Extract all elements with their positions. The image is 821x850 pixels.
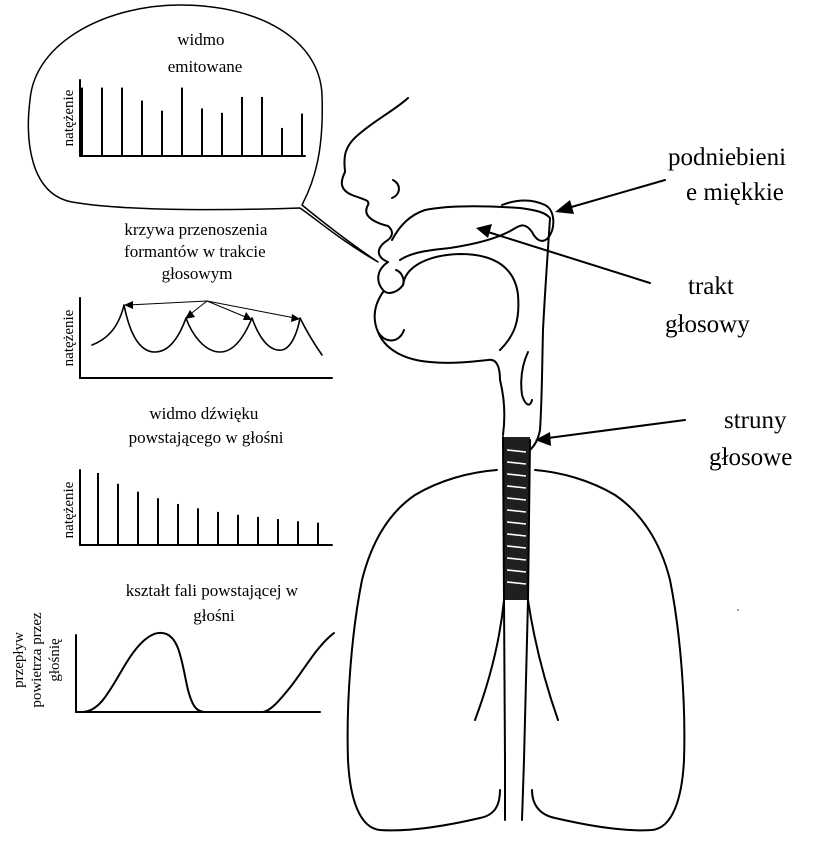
- transfer-curve-caption: krzywa przenoszenia formantów w trakcie …: [124, 220, 272, 283]
- vocal-folds-label-line1: struny: [724, 407, 787, 434]
- epiglottis: [521, 352, 532, 405]
- formant-arrow-4: [207, 301, 295, 318]
- emitted-spectrum-plot: natężenie: [61, 80, 305, 156]
- transfer-curve-plot: natężenie: [61, 298, 332, 378]
- transfer-curve-caption-line3: głosowym: [162, 264, 233, 283]
- emitted-spectrum-bars: [82, 88, 302, 156]
- trachea-rings: [503, 437, 530, 600]
- source-spectrum-bars: [98, 473, 318, 545]
- formant-arrowhead-4: [291, 314, 300, 322]
- emitted-spectrum-caption: widmo emitowane: [168, 30, 243, 76]
- glottal-wave-plot: przepływ powietrza przez głośnię: [0, 0, 334, 712]
- trachea: [503, 437, 530, 820]
- source-spectrum-caption-line1: widmo dźwięku: [149, 404, 259, 423]
- vocal-tract-label-line1: trakt: [688, 273, 734, 300]
- glottal-wave-caption-line2: głośni: [193, 606, 235, 625]
- glottal-waveform-line: [82, 633, 334, 712]
- glottal-wave-caption-line1: kształt fali powstającej w: [126, 581, 299, 600]
- transfer-curve-line: [92, 305, 322, 355]
- anatomy-drawing: [342, 98, 685, 830]
- face-profile: [342, 98, 408, 262]
- speck: [737, 609, 739, 611]
- source-spectrum-plot: natężenie: [61, 470, 332, 545]
- left-lung: [348, 470, 500, 830]
- left-bronchus: [475, 600, 504, 720]
- vocal-folds-arrowhead: [535, 432, 551, 446]
- transfer-curve-caption-line1: krzywa przenoszenia: [124, 220, 267, 239]
- vocal-folds-callout: struny głosowe: [535, 407, 792, 471]
- vocal-tract-label-line2: głosowy: [665, 311, 750, 338]
- nostril: [392, 180, 399, 198]
- source-spectrum-caption-line2: powstającego w głośni: [129, 428, 284, 447]
- source-spectrum-y-label: natężenie: [61, 481, 77, 538]
- lips: [378, 262, 403, 293]
- soft-palate-arrowhead: [555, 200, 574, 214]
- pharynx-back-wall: [530, 218, 550, 450]
- vocal-folds-arrow: [548, 420, 685, 438]
- emitted-spectrum-caption-line2: emitowane: [168, 57, 243, 76]
- right-lung: [532, 470, 684, 830]
- formant-arrow-3: [207, 301, 248, 318]
- larynx-front: [500, 380, 504, 435]
- formant-arrows: [124, 301, 300, 322]
- soft-palate-label-line1: podniebieni: [668, 144, 786, 171]
- soft-palate-callout: podniebieni e miękkie: [555, 144, 786, 214]
- tongue: [403, 254, 518, 350]
- vocal-tract-arrowhead: [476, 224, 492, 238]
- soft-palate-arrow: [568, 180, 665, 208]
- vocal-folds-label-line2: głosowe: [709, 444, 792, 471]
- airflow-label-line1: przepływ: [11, 632, 27, 688]
- airflow-label-line3: głośnię: [47, 638, 63, 682]
- emitted-spectrum-caption-line1: widmo: [177, 30, 224, 49]
- transfer-curve-y-label: natężenie: [61, 309, 77, 366]
- right-bronchus: [528, 600, 558, 720]
- source-spectrum-caption: widmo dźwięku powstającego w głośni: [129, 404, 284, 447]
- airflow-label-line2: powietrza przez: [29, 612, 45, 708]
- formant-arrow-1: [128, 301, 207, 305]
- soft-palate-label-line2: e miękkie: [686, 179, 784, 206]
- glottal-wave-caption: kształt fali powstającej w głośni: [126, 581, 303, 625]
- transfer-curve-caption-line2: formantów w trakcie: [124, 242, 266, 261]
- nasal-cavity: [392, 206, 550, 240]
- emitted-spectrum-y-label: natężenie: [61, 89, 77, 146]
